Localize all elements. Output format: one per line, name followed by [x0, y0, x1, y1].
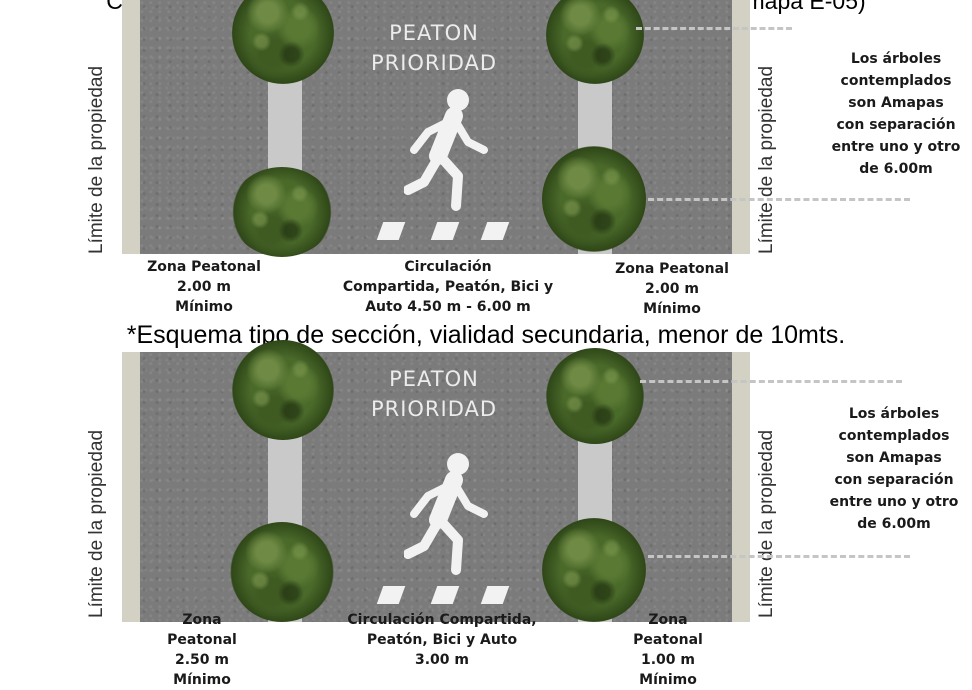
property-curb-left [122, 0, 140, 254]
road-marking-text: PEATON PRIORIDAD [334, 364, 534, 424]
tree-icon [542, 146, 646, 252]
tree-note: Los árboles contemplados son Amapas con … [826, 403, 962, 535]
zone-line: Zona [648, 612, 688, 628]
road-marking-line: PRIORIDAD [370, 397, 498, 421]
road-marking-line: PEATON [389, 367, 479, 391]
zone-line: Mínimo [639, 672, 697, 688]
zone-line: Peatonal [167, 632, 237, 648]
zone-line: 2.00 m [644, 281, 699, 297]
property-curb-right [732, 0, 750, 254]
leader-line [636, 27, 792, 30]
tree-note-line: con separación [836, 117, 956, 133]
zone-line: Zona Peatonal [615, 261, 729, 277]
tree-note-line: entre uno y otro [829, 494, 959, 510]
tree-note-line: de 6.00m [857, 516, 931, 532]
tree-note-line: con separación [834, 472, 954, 488]
crosswalk-icon [480, 222, 510, 240]
zone-line: Peatonal [633, 632, 703, 648]
zone-line: Compartida, Peatón, Bici y [342, 279, 554, 295]
tree-note-line: son Amapas [848, 95, 944, 111]
crosswalk-icon [480, 586, 510, 604]
zone-line: Peatón, Bici y Auto [366, 632, 518, 648]
property-curb-left [122, 352, 140, 622]
crosswalk-icon [430, 222, 460, 240]
property-curb-right [732, 352, 750, 622]
road-plan: PEATON PRIORIDAD [122, 0, 750, 257]
pedestrian-icon [404, 453, 488, 575]
zone-line: 2.00 m [176, 279, 231, 295]
leader-line [648, 555, 910, 558]
zone-line: Zona [182, 612, 222, 628]
tree-icon [230, 522, 334, 622]
tree-icon [232, 340, 334, 440]
zone-line: 2.50 m [174, 652, 229, 668]
zone-label-left: Zona Peatonal 2.00 m Mínimo [124, 257, 284, 317]
tree-icon [546, 348, 644, 444]
property-limit-right: Límite de la propiedad [756, 429, 777, 618]
tree-note-line: entre uno y otro [831, 139, 961, 155]
tree-icon [232, 0, 334, 84]
zone-line: Zona Peatonal [147, 259, 261, 275]
zone-line: 3.00 m [414, 652, 469, 668]
tree-note-line: contemplados [840, 73, 952, 89]
zone-label-right: Zona Peatonal 1.00 m Mínimo [608, 610, 728, 690]
tree-note-line: de 6.00m [859, 161, 933, 177]
crosswalk-icon [430, 586, 460, 604]
property-limit-left: Límite de la propiedad [86, 65, 107, 254]
section-subtitle: *Esquema tipo de sección, vialidad secun… [126, 321, 846, 349]
road-marking-line: PRIORIDAD [370, 51, 498, 75]
crosswalk-icon [376, 586, 406, 604]
zone-line: Circulación [404, 259, 492, 275]
zone-line: Mínimo [643, 301, 701, 317]
zone-label-left: Zona Peatonal 2.50 m Mínimo [142, 610, 262, 690]
street-section-1: PEATON PRIORIDAD Límite de la propiedad … [0, 0, 972, 320]
leader-line [648, 198, 910, 201]
leader-line [640, 380, 902, 383]
pedestrian-icon [404, 89, 488, 211]
zone-label-center: Circulación Compartida, Peatón, Bici y A… [320, 257, 576, 317]
tree-note-line: Los árboles [850, 51, 942, 67]
property-limit-right: Límite de la propiedad [756, 65, 777, 254]
zone-label-right: Zona Peatonal 2.00 m Mínimo [592, 259, 752, 319]
road-marking-text: PEATON PRIORIDAD [334, 18, 534, 78]
property-limit-left: Límite de la propiedad [86, 429, 107, 618]
road-plan: PEATON PRIORIDAD [122, 340, 750, 622]
tree-note-line: Los árboles [848, 406, 940, 422]
zone-line: Auto 4.50 m - 6.00 m [365, 299, 531, 315]
zone-line: 1.00 m [640, 652, 695, 668]
tree-note-line: son Amapas [846, 450, 942, 466]
tree-icon [542, 518, 646, 622]
zone-line: Mínimo [173, 672, 231, 688]
zone-line: Circulación Compartida, [347, 612, 537, 628]
tree-icon [230, 167, 334, 257]
street-section-2: PEATON PRIORIDAD Límite de la propiedad … [0, 340, 972, 690]
tree-note-line: contemplados [838, 428, 950, 444]
road-marking-line: PEATON [389, 21, 479, 45]
tree-note: Los árboles contemplados son Amapas con … [828, 48, 964, 180]
zone-line: Mínimo [175, 299, 233, 315]
tree-icon [546, 0, 644, 84]
crosswalk-icon [376, 222, 406, 240]
zone-label-center: Circulación Compartida, Peatón, Bici y A… [312, 610, 572, 670]
